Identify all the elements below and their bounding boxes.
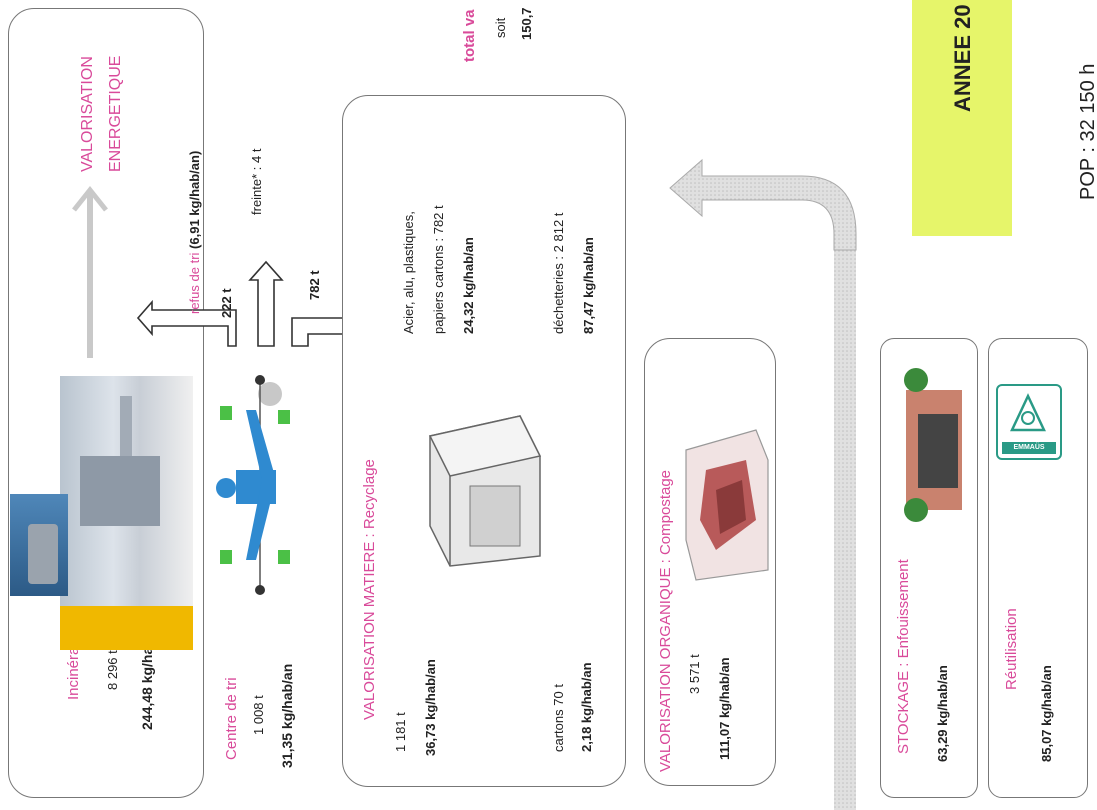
chimney-photo bbox=[10, 494, 68, 596]
cartons-ratio: 2,18 kg/hab/an bbox=[579, 662, 594, 752]
return-arrow-icon bbox=[669, 158, 857, 810]
total-line2: soit bbox=[493, 17, 508, 38]
incineration-tonnage: 8 296 t bbox=[105, 650, 120, 690]
recycling-bin-icon bbox=[428, 415, 542, 567]
acier-line2: papiers cartons : 782 t bbox=[431, 205, 446, 334]
stockage-title: STOCKAGE : Enfouissement bbox=[895, 559, 912, 754]
acier-ratio: 24,32 kg/hab/an bbox=[461, 237, 476, 334]
emmaus-logo-text: EMMAÜS bbox=[1002, 442, 1056, 454]
total-line3: 150,7 bbox=[519, 7, 534, 40]
reutilisation-ratio: 85,07 kg/hab/an bbox=[1039, 665, 1054, 762]
centre-tri-label: Centre de tri bbox=[223, 677, 240, 760]
landfill-icon bbox=[904, 368, 962, 522]
decheteries-label: déchetteries : 2 812 t bbox=[551, 212, 566, 334]
matiere-col1-ratio: 36,73 kg/hab/an bbox=[423, 659, 438, 756]
decheteries-ratio: 87,47 kg/hab/an bbox=[581, 237, 596, 334]
annee-note bbox=[912, 0, 1012, 236]
energetique-title-line1: VALORISATION bbox=[79, 56, 96, 172]
energetique-title-line2: ENERGETIQUE bbox=[107, 55, 124, 172]
arrow-to-energetique-icon bbox=[72, 185, 108, 358]
refus-tri-label: refus de tri (6,91 kg/hab/an) bbox=[187, 150, 202, 314]
matiere-title: VALORISATION MATIERE : Recyclage bbox=[361, 459, 378, 720]
acier-line1: Acier, alu, plastiques, bbox=[401, 211, 416, 334]
incinerator-photo bbox=[60, 376, 193, 650]
matiere-col1-tonnage: 1 181 t bbox=[393, 712, 408, 752]
centre-tri-ratio: 31,35 kg/hab/an bbox=[279, 663, 295, 768]
stockage-ratio: 63,29 kg/hab/an bbox=[935, 665, 950, 762]
compost-bin-icon bbox=[685, 429, 769, 581]
refus-prefix: refus de tri bbox=[187, 252, 202, 314]
freinte-label: freinte* : 4 t bbox=[249, 148, 264, 215]
reutilisation-title: Réutilisation bbox=[1003, 608, 1020, 690]
cartons-label: cartons 70 t bbox=[551, 684, 566, 752]
pop-label: POP : 32 150 h bbox=[1077, 63, 1097, 200]
refus-tonnage: 222 t bbox=[219, 288, 234, 318]
to-recyclage-tonnage: 782 t bbox=[307, 270, 322, 300]
emmaus-logo: EMMAÜS bbox=[996, 384, 1062, 460]
centre-tri-tonnage: 1 008 t bbox=[251, 695, 266, 735]
total-label: total va bbox=[461, 9, 478, 62]
annee-label: ANNEE 20 bbox=[950, 4, 975, 112]
sorting-person-icon bbox=[216, 375, 290, 595]
refus-value: (6,91 kg/hab/an) bbox=[187, 150, 202, 249]
